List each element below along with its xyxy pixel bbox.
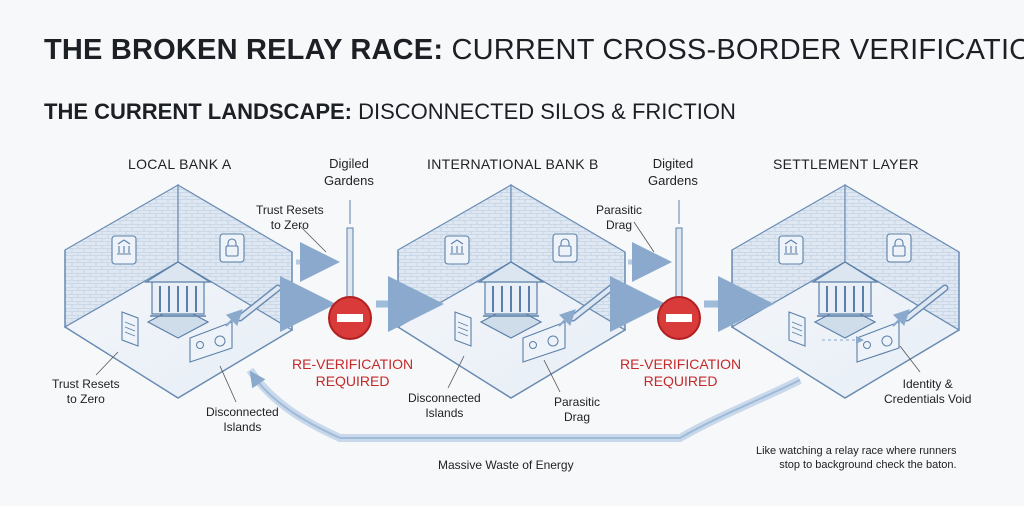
trust-resets-left-label: Trust Resets to Zero [52, 377, 120, 406]
bank-wall-tile-icon [111, 235, 137, 265]
baton-icon [236, 284, 282, 322]
pointer-line [447, 355, 465, 389]
pointer-line [899, 345, 921, 373]
page-subtitle: THE CURRENT LANDSCAPE: DISCONNECTED SILO… [44, 99, 736, 125]
parasitic-drag-b-label: Parasitic Drag [554, 395, 601, 424]
room-local-bank-a [63, 183, 294, 399]
gate-1-warning: RE-VERIFICATION REQUIRED [292, 356, 414, 389]
trust-resets-top-label: Trust Resets to Zero [256, 203, 324, 232]
title-rest: CURRENT CROSS-BORDER VERIFICATION [451, 34, 1024, 66]
document-icon [121, 311, 139, 347]
pointer-line [95, 351, 119, 376]
id-card-icon [189, 321, 233, 363]
room-international-bank-b [398, 185, 625, 398]
massive-waste-label: Massive Waste of Energy [438, 458, 574, 472]
title-bold: THE BROKEN RELAY RACE: [44, 34, 444, 66]
page-title: THE BROKEN RELAY RACE: CURRENT CROSS-BOR… [44, 34, 1024, 67]
bank-building-icon [143, 261, 213, 339]
lock-wall-tile-icon [219, 233, 245, 263]
gate-2-warning: RE-VERIFICATION REQUIRED [620, 356, 742, 389]
pointer-line [299, 225, 327, 253]
gate-2-top-label: Digited Gardens [648, 156, 698, 188]
pointer-line [219, 365, 237, 403]
disconnected-islands-b-label: Disconnected Islands [408, 391, 481, 420]
subtitle-bold: THE CURRENT LANDSCAPE: [44, 99, 352, 124]
room-settlement-layer [732, 185, 959, 398]
stage-heading-local-bank-a: LOCAL BANK A [128, 156, 232, 172]
disconnected-islands-a-label: Disconnected Islands [206, 405, 279, 434]
stage-heading-international-bank-b: INTERNATIONAL BANK B [427, 156, 599, 172]
identity-credentials-void-label: Identity & Credentials Void [884, 377, 972, 406]
parasitic-drag-top-label: Parasitic Drag [596, 203, 643, 232]
pointer-line [543, 359, 561, 393]
gate-2 [657, 200, 701, 340]
subtitle-rest: DISCONNECTED SILOS & FRICTION [358, 99, 736, 124]
gate-1 [328, 200, 372, 340]
relay-race-note: Like watching a relay race where runners… [756, 445, 957, 471]
gate-1-top-label: Digiled Gardens [324, 156, 374, 188]
pointer-line [633, 221, 655, 253]
stage-heading-settlement-layer: SETTLEMENT LAYER [773, 156, 919, 172]
